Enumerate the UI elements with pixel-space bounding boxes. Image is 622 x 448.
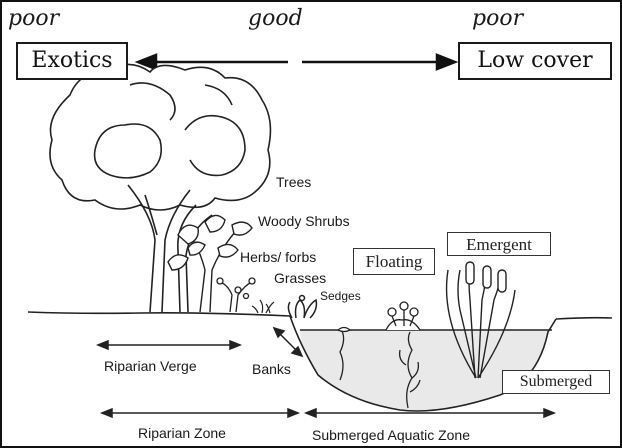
riparian-zone-label: Riparian Zone: [138, 426, 226, 440]
banks-label: Banks: [252, 362, 291, 376]
sedges-label: Sedges: [320, 290, 361, 302]
water-body: [290, 316, 556, 411]
ground-line: [28, 312, 612, 319]
submerged-aquatic-zone-label: Submerged Aquatic Zone: [312, 428, 470, 442]
trees-label: Trees: [276, 175, 311, 189]
good-label: good: [248, 8, 303, 30]
low-cover-box: Low cover: [458, 42, 612, 80]
banks-arrow: [274, 328, 302, 356]
herbs-forbs-label: Herbs/ forbs: [240, 250, 316, 264]
poor-label-right: poor: [472, 8, 523, 30]
scale-arrow-right: [302, 55, 455, 69]
riparian-verge-label: Riparian Verge: [104, 359, 197, 373]
grasses: [252, 300, 274, 313]
sedges: [288, 296, 316, 319]
woody-shrubs-label: Woody Shrubs: [258, 214, 350, 228]
floating-box: Floating: [353, 248, 435, 275]
emergent-box: Emergent: [447, 232, 551, 256]
herbs-forbs: [217, 278, 255, 312]
riparian-zone-arrow: [102, 409, 298, 417]
poor-label-left: poor: [8, 8, 59, 30]
submerged-box: Submerged: [502, 370, 610, 394]
riparian-verge-arrow: [98, 341, 240, 349]
tree-canopy: [50, 64, 270, 210]
exotics-box: Exotics: [16, 42, 128, 80]
grasses-label: Grasses: [274, 271, 326, 285]
